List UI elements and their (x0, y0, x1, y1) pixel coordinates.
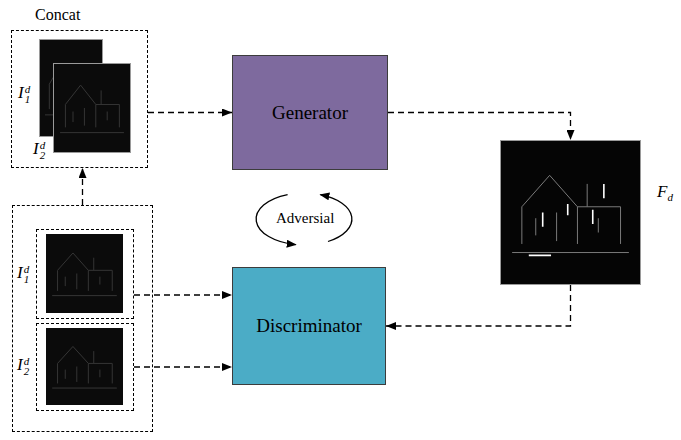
dashed-arrow (134, 366, 232, 367)
source-image-frame: I2d (36, 323, 134, 411)
image-ground (54, 64, 130, 152)
box-label: Generator (272, 102, 348, 124)
image-ground (501, 141, 640, 284)
cycle-label: Adversial (276, 210, 334, 227)
image-label: I1d (16, 264, 30, 284)
dashed-arrow (148, 112, 232, 113)
dashed-arrow (388, 113, 571, 141)
image-label: Fd (656, 183, 674, 203)
image-label: I2d (32, 140, 46, 160)
image-picture (501, 141, 640, 284)
dashed-arrow (82, 168, 83, 205)
box-label: Discriminator (256, 315, 362, 337)
image-ground (46, 328, 123, 405)
source-image-frame: I1d (36, 229, 134, 319)
image-label: I2d (16, 356, 30, 376)
image-picture (46, 328, 123, 405)
image-holder (46, 234, 123, 313)
concat-group: I1dI2dConcat (11, 30, 148, 168)
discriminator-box: Discriminator (232, 267, 386, 385)
image-detail (52, 253, 117, 296)
source-group: I1dI2d (12, 205, 153, 432)
image-detail (60, 85, 124, 133)
input-image: I2d (53, 63, 131, 153)
image-holder (46, 328, 123, 405)
image-detail (52, 346, 117, 388)
image-picture (54, 64, 130, 152)
fused-image: Fd (500, 140, 641, 285)
image-ground (46, 234, 123, 313)
dashed-arrow (386, 285, 571, 326)
image-detail (512, 175, 629, 252)
image-picture (46, 234, 123, 313)
group-label: Concat (34, 6, 81, 24)
image-label: I1d (17, 84, 31, 104)
generator-box: Generator (232, 55, 388, 170)
dashed-arrow (134, 294, 232, 295)
image-highlight (529, 184, 604, 256)
